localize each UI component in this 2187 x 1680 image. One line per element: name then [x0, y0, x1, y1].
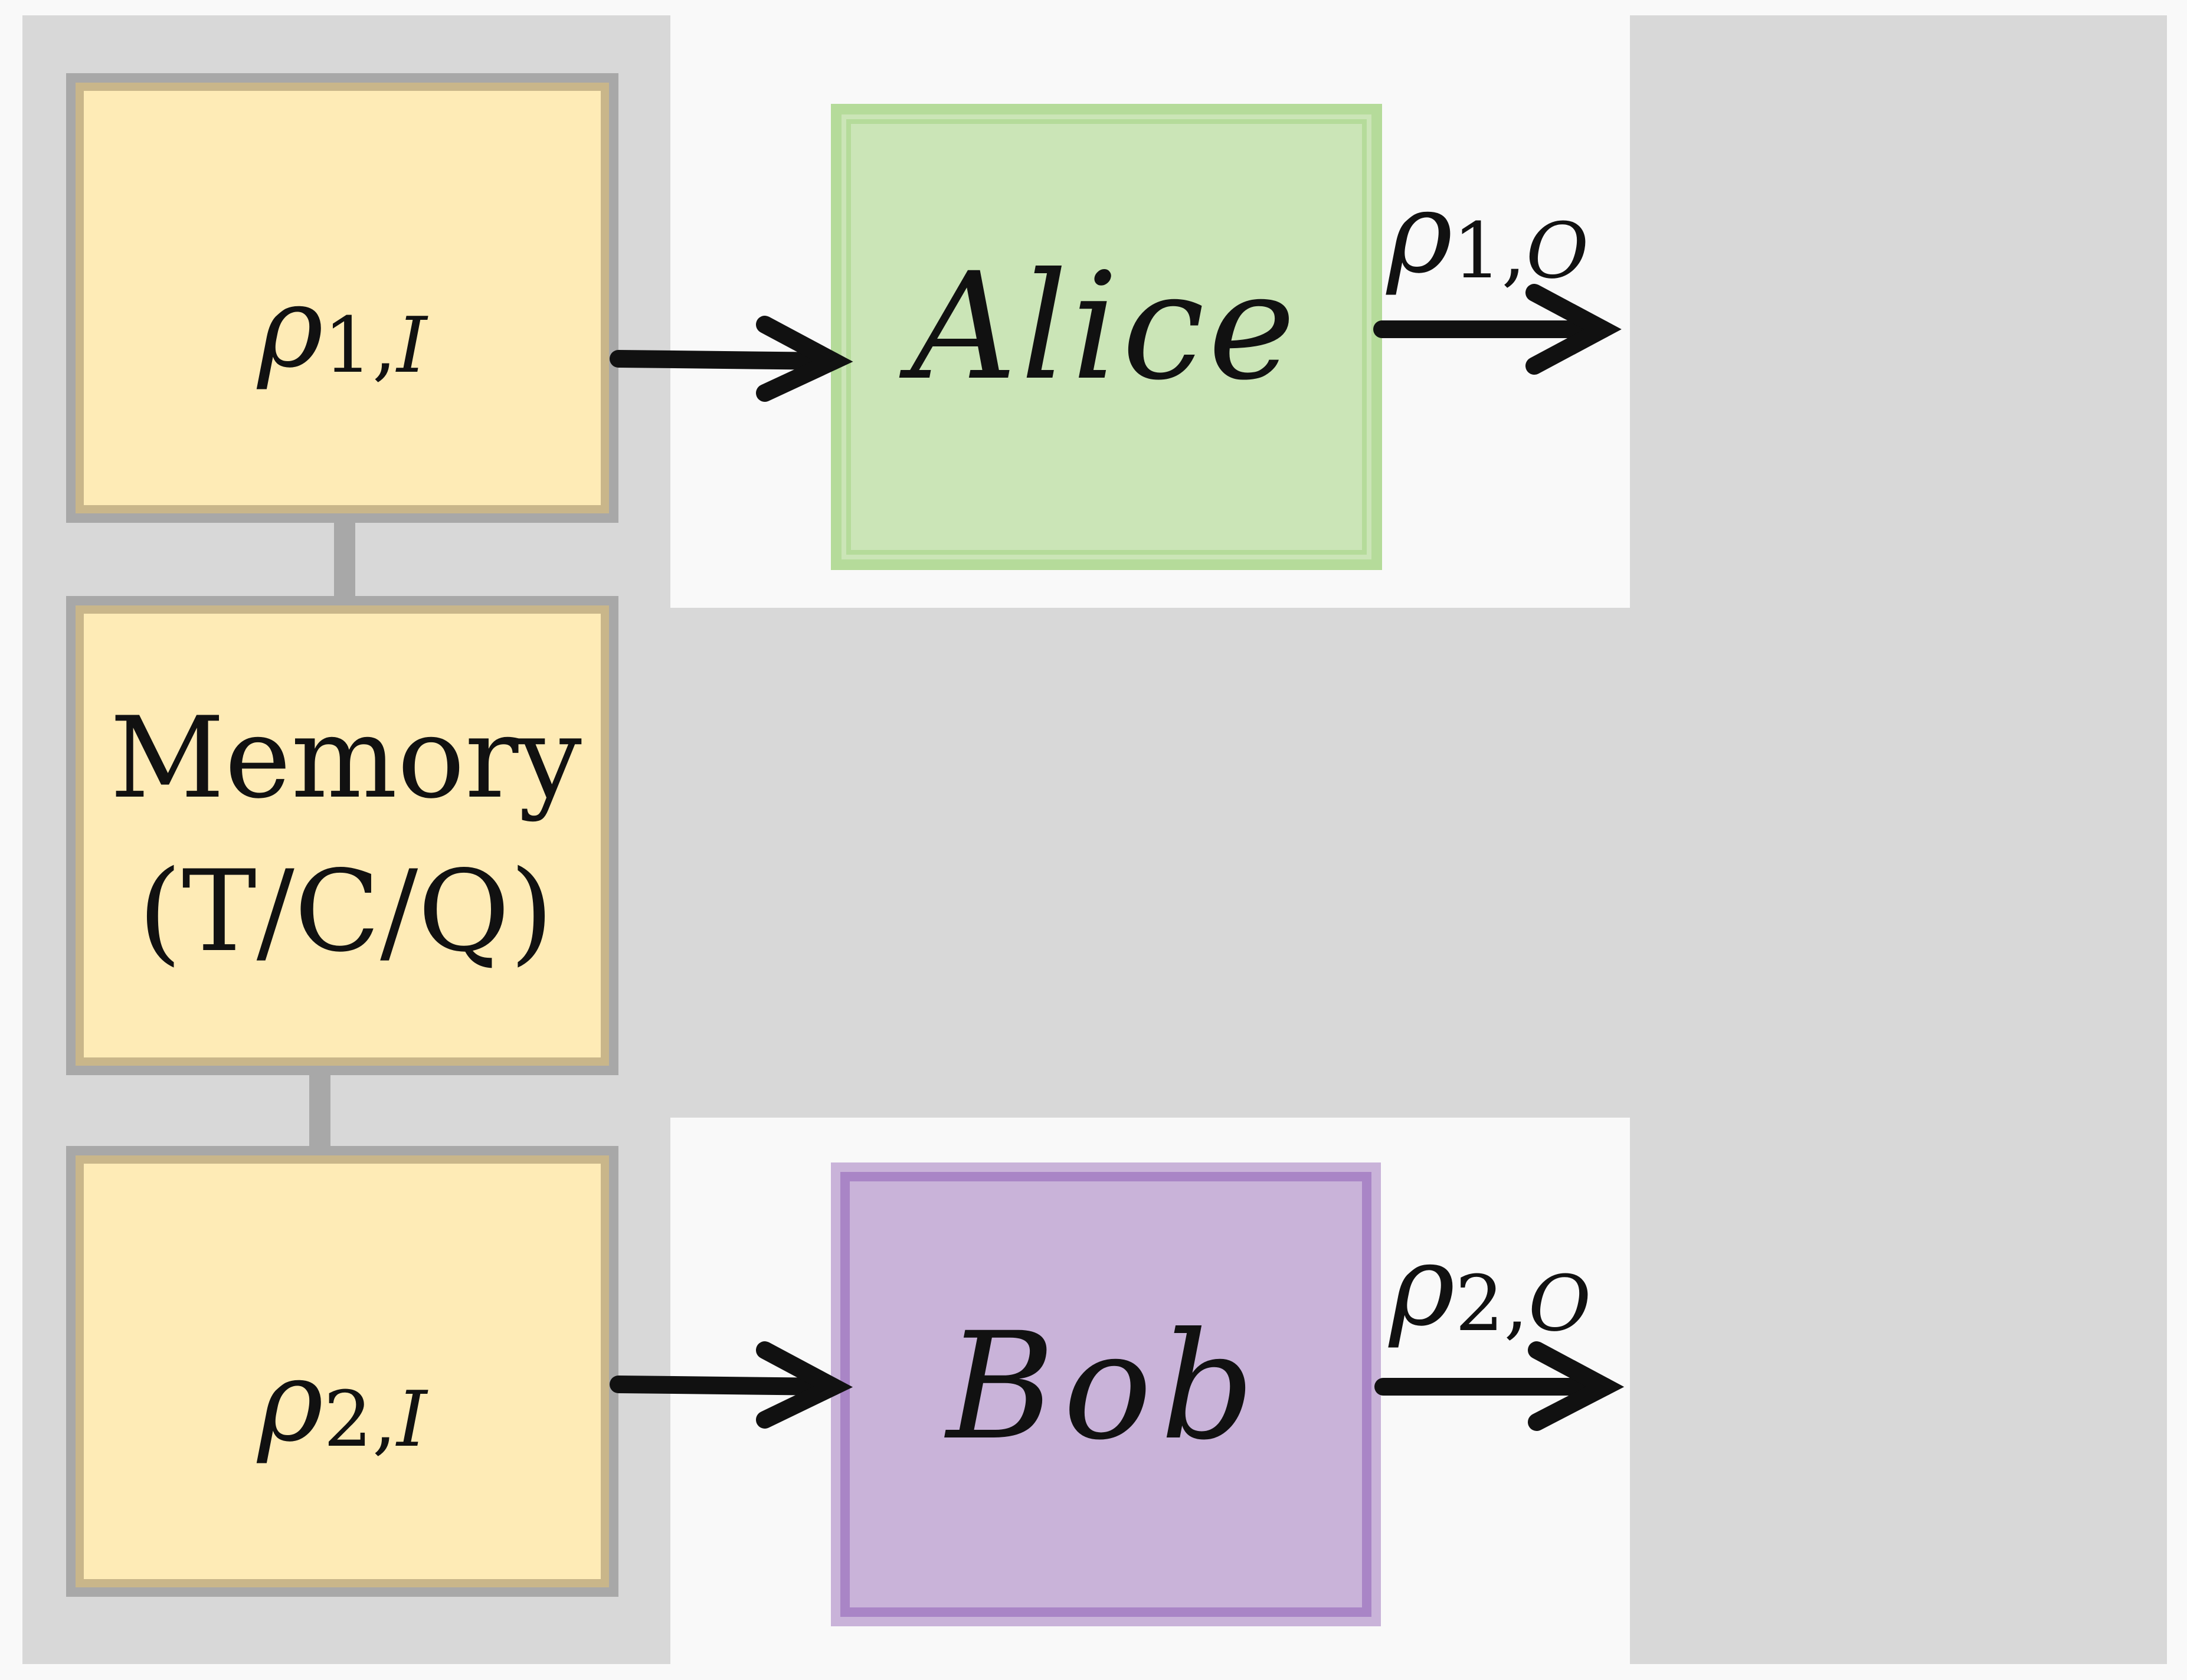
rho1-input-box: ρ1,I	[66, 73, 618, 523]
rho2-input-box: ρ2,I	[66, 1146, 618, 1597]
arrow-alice-output	[1373, 284, 1622, 375]
rho1-input-subscript: 1,	[323, 300, 397, 390]
memory-type-label: (T/C/Q)	[138, 846, 554, 977]
alice-box: Alice	[831, 104, 1382, 570]
rho2-input-symbol: ρ	[256, 1336, 323, 1466]
alice-label: Alice	[899, 241, 1299, 412]
bob-box: Bob	[831, 1162, 1381, 1626]
rho2-input-subscript-letter: I	[395, 1374, 428, 1464]
bob-label: Bob	[944, 1301, 1263, 1472]
arrow-rho1-to-alice	[610, 316, 853, 402]
rho1-output-label: ρ1,O	[1386, 168, 1589, 298]
rho1-input-subscript-letter: I	[395, 300, 428, 390]
arrow-bob-output	[1374, 1341, 1625, 1431]
memory-label: Memory	[110, 693, 582, 823]
rho1-input-symbol: ρ	[256, 262, 323, 392]
connector-rho1-memory	[334, 513, 355, 608]
svg-text:ρ1,I: ρ1,I	[256, 262, 428, 392]
memory-box: Memory (T/C/Q)	[66, 596, 618, 1075]
right-gray-panel	[1629, 15, 2167, 1664]
rho2-input-subscript: 2,	[323, 1374, 397, 1464]
rho2-output-label: ρ2,O	[1388, 1220, 1591, 1351]
arrow-rho2-to-bob	[610, 1341, 853, 1429]
svg-text:ρ2,I: ρ2,I	[256, 1336, 428, 1466]
middle-gray-band	[670, 608, 1630, 1118]
